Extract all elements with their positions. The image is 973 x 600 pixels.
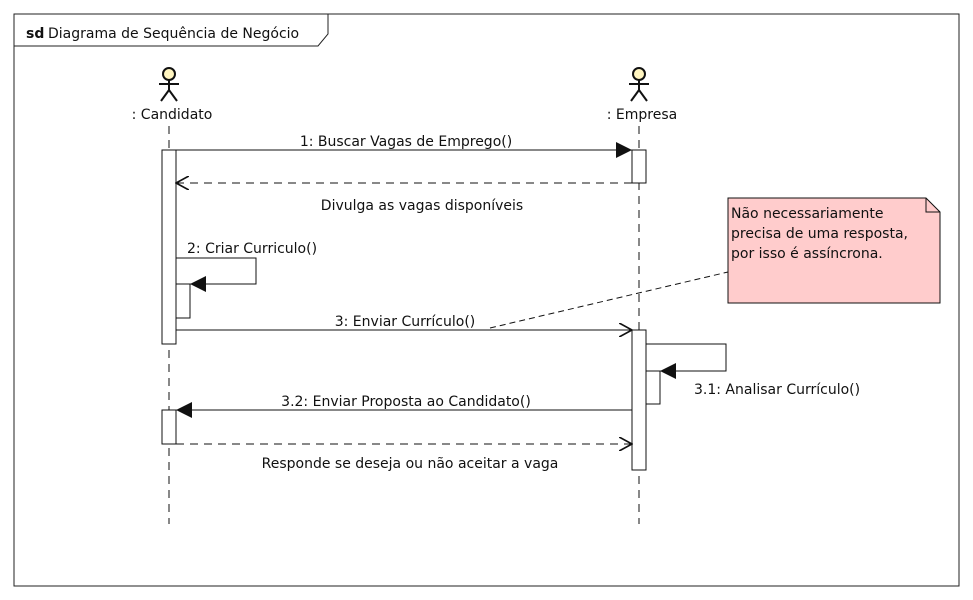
message-2-arrow [176, 257, 257, 292]
actor-candidato-icon [159, 67, 179, 102]
message-3-1-arrow [646, 343, 727, 379]
actor-empresa-icon [629, 67, 649, 102]
activation-empresa-2 [631, 329, 647, 471]
lifeline-empresa-label: : Empresa [607, 107, 677, 123]
activation-candidato-2 [161, 409, 177, 445]
note-box [727, 197, 941, 304]
activation-candidato-1 [161, 149, 177, 345]
note-line-2: precisa de uma resposta, [731, 226, 908, 242]
reply-1-label: Divulga as vagas disponíveis [321, 198, 523, 214]
reply-3-2-label: Responde se deseja ou não aceitar a vaga [262, 456, 559, 472]
frame-tab [13, 13, 329, 47]
activation-empresa-self [645, 370, 661, 405]
message-3-1-label: 3.1: Analisar Currículo() [694, 382, 860, 398]
message-1-label: 1: Buscar Vagas de Emprego() [300, 134, 512, 150]
frame-keyword: sd [26, 26, 44, 42]
note-line-3: por isso é assíncrona. [731, 246, 883, 262]
message-3-2-label: 3.2: Enviar Proposta ao Candidato() [281, 394, 531, 410]
note-fold [925, 198, 940, 213]
message-3-label: 3: Enviar Currículo() [335, 314, 476, 330]
activation-empresa-1 [631, 149, 647, 184]
frame-title: Diagrama de Sequência de Negócio [48, 26, 299, 42]
note-connector [489, 271, 729, 329]
lifeline-candidato-label: : Candidato [132, 107, 213, 123]
message-2-label: 2: Criar Curriculo() [187, 241, 317, 257]
activation-candidato-self [175, 283, 191, 319]
note-line-1: Não necessariamente [731, 206, 883, 222]
